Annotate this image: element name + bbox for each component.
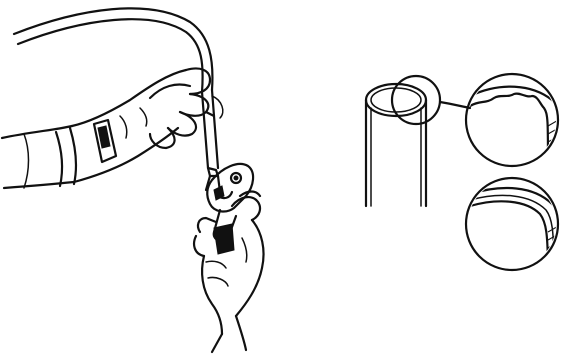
lower-hand <box>194 192 263 353</box>
magnifier-circle <box>392 76 440 124</box>
detail-deburred-edge <box>466 178 562 276</box>
hands-with-pipe-cutter <box>2 8 264 352</box>
pipe-end <box>366 76 470 206</box>
copper-tubing <box>14 8 218 168</box>
detail-burred-edge <box>466 74 562 174</box>
upper-hand <box>2 68 223 188</box>
